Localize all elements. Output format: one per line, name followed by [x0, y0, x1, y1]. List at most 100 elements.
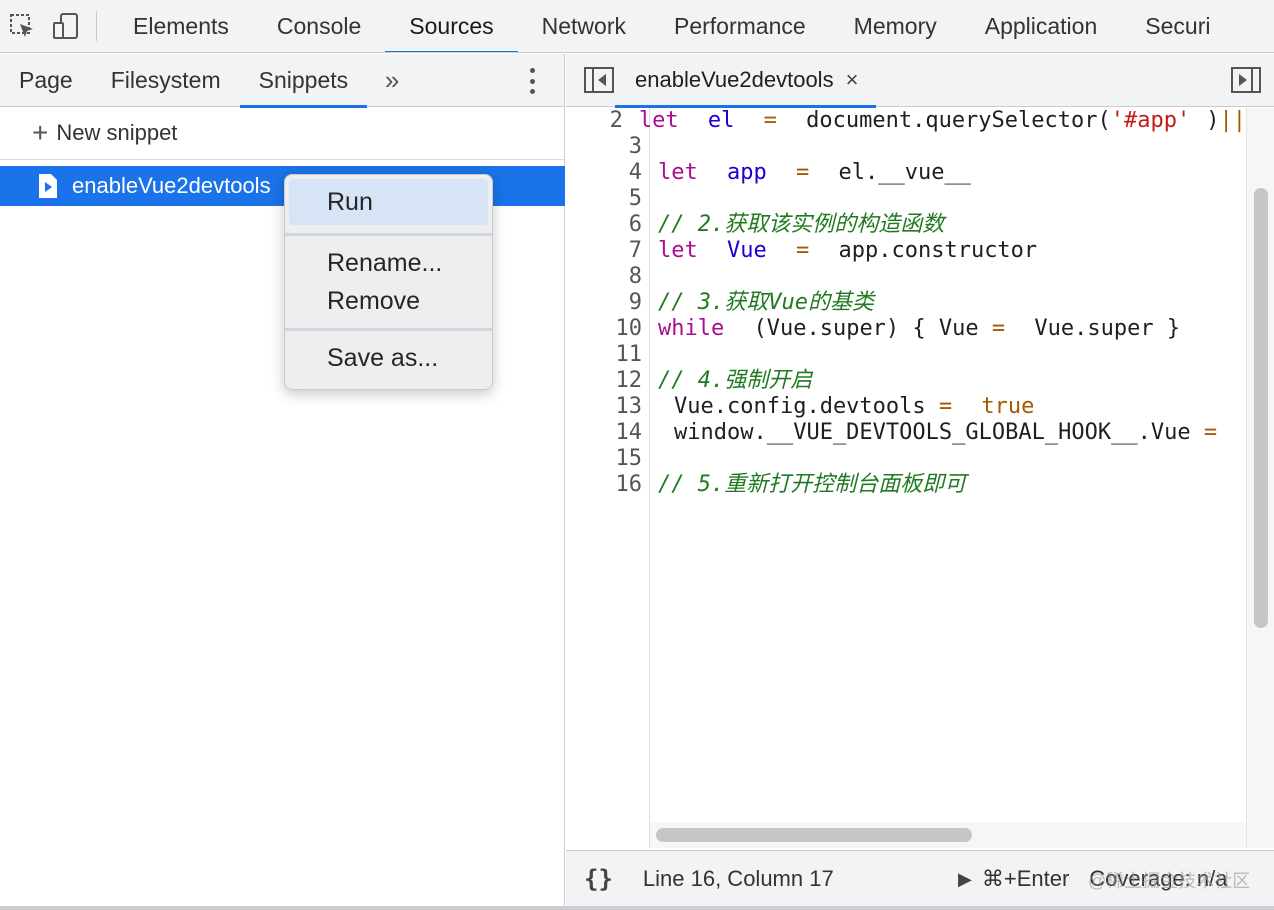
code-token: Vue.config.devtools — [674, 394, 939, 419]
line-number: 3 — [628, 134, 642, 159]
line-content: let el = document.querySelector('#app')|… — [623, 108, 1246, 134]
line-number-gutter — [566, 108, 650, 848]
code-token: '#app' — [1110, 108, 1191, 133]
code-token: ) — [1206, 108, 1220, 133]
menu-separator — [285, 233, 492, 236]
line-number: 9 — [628, 290, 642, 315]
line-content — [642, 186, 658, 212]
new-snippet-button[interactable]: + New snippet — [0, 107, 564, 160]
tab-enablevue2devtools[interactable]: enableVue2devtools × — [615, 54, 877, 108]
code-token: el.__vue__ — [825, 160, 971, 185]
code-token: true — [981, 394, 1035, 419]
code-token: app.constructor — [825, 238, 1038, 263]
code-token: Vue — [727, 238, 767, 263]
line-content: window.__VUE_DEVTOOLS_GLOBAL_HOOK__.Vue … — [642, 420, 1217, 446]
code-line[interactable]: 9// 3.获取Vue的基类 — [566, 290, 1246, 316]
code-token: // 5.重新打开控制台面板即可 — [658, 472, 967, 497]
code-token — [734, 108, 763, 133]
tab-security[interactable]: Securi — [1145, 12, 1211, 39]
tab-network[interactable]: Network — [541, 12, 626, 39]
device-toggle-icon[interactable] — [44, 0, 88, 52]
cursor-position: Line 16, Column 17 — [642, 865, 834, 891]
line-number: 2 — [609, 108, 623, 133]
tab-snippets[interactable]: Snippets — [239, 54, 368, 108]
menu-item-remove[interactable]: Remove — [327, 286, 421, 315]
tab-console[interactable]: Console — [276, 12, 362, 39]
element-picker-icon[interactable] — [0, 0, 44, 52]
navigator-tabs: Page Filesystem Snippets » — [0, 54, 564, 108]
snippet-name: enableVue2devtools — [72, 173, 271, 198]
horizontal-scrollbar[interactable] — [650, 822, 1246, 848]
code-token: = — [938, 394, 953, 419]
vertical-scroll-thumb[interactable] — [1254, 188, 1268, 628]
code-token: window.__VUE_DEVTOOLS_GLOBAL_HOOK__.Vue — [674, 420, 1204, 445]
line-number: 16 — [615, 472, 643, 497]
line-content — [642, 342, 658, 368]
code-token — [767, 238, 796, 263]
tab-application[interactable]: Application — [984, 12, 1098, 39]
code-line[interactable]: 11 — [566, 342, 1246, 368]
code-line[interactable]: 8 — [566, 264, 1246, 290]
line-content — [642, 264, 658, 290]
code-token: = — [1203, 420, 1218, 445]
toggle-navigator-icon[interactable] — [583, 66, 615, 94]
code-token: app — [727, 160, 767, 185]
vertical-scrollbar[interactable] — [1246, 108, 1274, 848]
line-number: 4 — [628, 160, 642, 185]
horizontal-scroll-thumb[interactable] — [656, 828, 972, 842]
code-token — [698, 238, 727, 263]
tab-elements[interactable]: Elements — [133, 12, 229, 39]
code-line[interactable]: 16 // 5.重新打开控制台面板即可 — [566, 472, 1246, 498]
code-token: let — [658, 160, 698, 185]
line-number: 11 — [615, 342, 643, 367]
code-token: // 4.强制开启 — [658, 368, 813, 393]
line-content: let Vue = app.constructor — [642, 238, 1037, 264]
line-content: let app = el.__vue__ — [642, 160, 971, 186]
close-icon[interactable]: × — [845, 67, 859, 92]
code-line[interactable]: 15 — [566, 446, 1246, 472]
line-number: 6 — [628, 212, 642, 237]
code-token — [679, 108, 708, 133]
code-token: = — [763, 108, 777, 133]
code-line[interactable]: 5 — [566, 186, 1246, 212]
toolbar-divider — [96, 11, 97, 41]
line-number: 15 — [615, 446, 643, 471]
code-token: let — [638, 108, 679, 133]
code-token — [767, 160, 796, 185]
run-shortcut: ⌘+Enter — [981, 866, 1070, 891]
tab-memory[interactable]: Memory — [853, 12, 937, 39]
line-number: 14 — [615, 420, 643, 445]
code-line[interactable]: 3 — [566, 134, 1246, 160]
line-content: Vue.config.devtools = true — [642, 394, 1034, 420]
pretty-print-button[interactable]: {} — [584, 864, 613, 893]
code-line[interactable]: 6// 2.获取该实例的构造函数 — [566, 212, 1246, 238]
tab-sources[interactable]: Sources — [385, 0, 519, 52]
more-options-icon[interactable] — [520, 66, 544, 96]
window-bottom-edge — [0, 906, 1274, 910]
tab-filesystem[interactable]: Filesystem — [110, 66, 221, 93]
menu-item-save-as[interactable]: Save as... — [327, 343, 439, 372]
open-file-name: enableVue2devtools — [635, 67, 834, 92]
play-icon: ▶ — [958, 868, 972, 889]
code-token: Vue.super } — [1021, 316, 1181, 341]
more-tabs-icon[interactable]: » — [384, 64, 400, 95]
code-token: el — [707, 108, 735, 133]
toggle-debugger-icon[interactable] — [1230, 66, 1262, 94]
new-snippet-label: New snippet — [56, 120, 178, 145]
menu-item-run[interactable]: Run — [289, 179, 488, 225]
tab-performance[interactable]: Performance — [674, 12, 806, 39]
code-token: while — [658, 316, 725, 341]
run-snippet-button[interactable]: ▶ ⌘+Enter Coverage: n/a — [958, 851, 1227, 907]
menu-item-rename[interactable]: Rename... — [327, 248, 443, 277]
code-line[interactable]: 12// 4.强制开启 — [566, 368, 1246, 394]
line-content: // 3.获取Vue的基类 — [642, 290, 874, 316]
plus-icon: + — [32, 117, 49, 148]
tab-page[interactable]: Page — [19, 66, 73, 93]
